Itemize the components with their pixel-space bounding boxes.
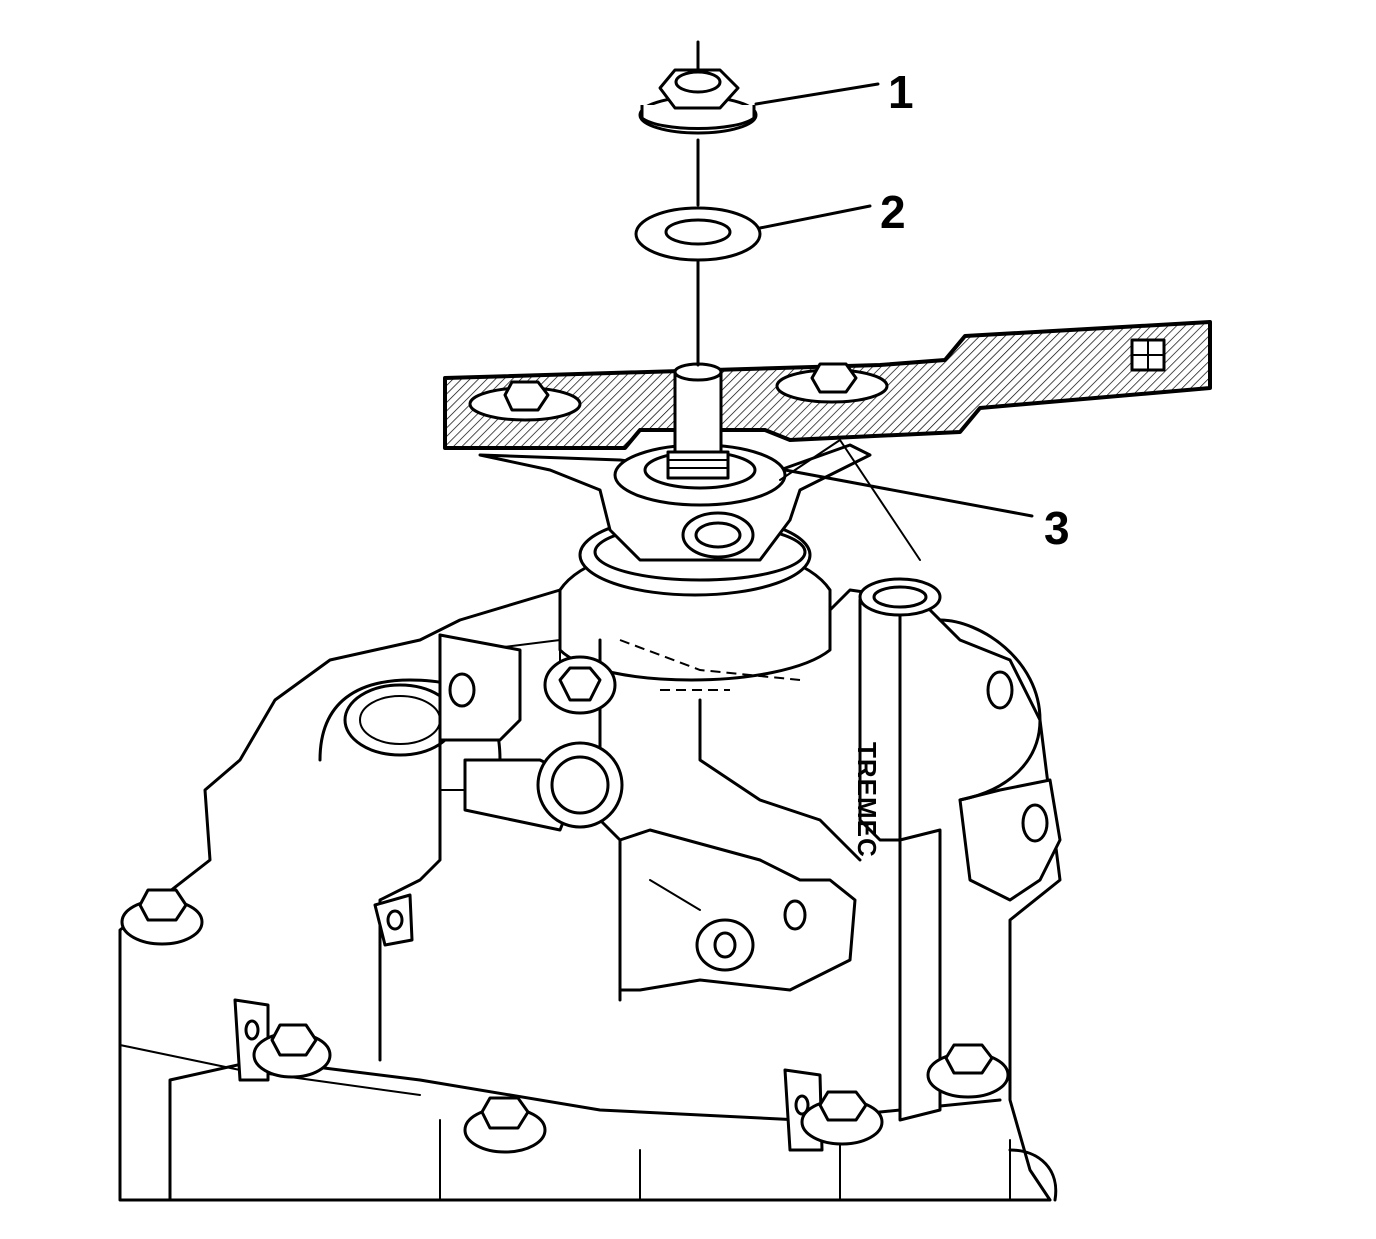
housing-brand-text: TREMEC [852, 742, 882, 858]
nut [638, 68, 758, 135]
housing-bolt-mid [252, 1023, 332, 1079]
callout-3: 3 [783, 468, 1070, 554]
transmission-housing: TREMEC [118, 513, 1062, 1202]
plate-bolt-left [468, 380, 582, 422]
washer [634, 206, 762, 262]
bracket-bolt [543, 655, 617, 715]
threaded-stud [666, 362, 730, 480]
callout-1: 1 [754, 66, 914, 118]
housing-bolt-left [120, 888, 204, 946]
housing-bolt-bottom [463, 1096, 547, 1154]
callout-label-2: 2 [880, 186, 906, 238]
shift-lever-bracket [478, 439, 921, 562]
callout-label-3: 3 [1044, 502, 1070, 554]
callout-2: 2 [758, 186, 906, 238]
callout-label-1: 1 [888, 66, 914, 118]
housing-bolt-far-right [926, 1043, 1010, 1099]
alignment-tool-plate [443, 320, 1212, 480]
housing-bolt-right [800, 1090, 884, 1146]
plate-bolt-right [775, 362, 889, 404]
